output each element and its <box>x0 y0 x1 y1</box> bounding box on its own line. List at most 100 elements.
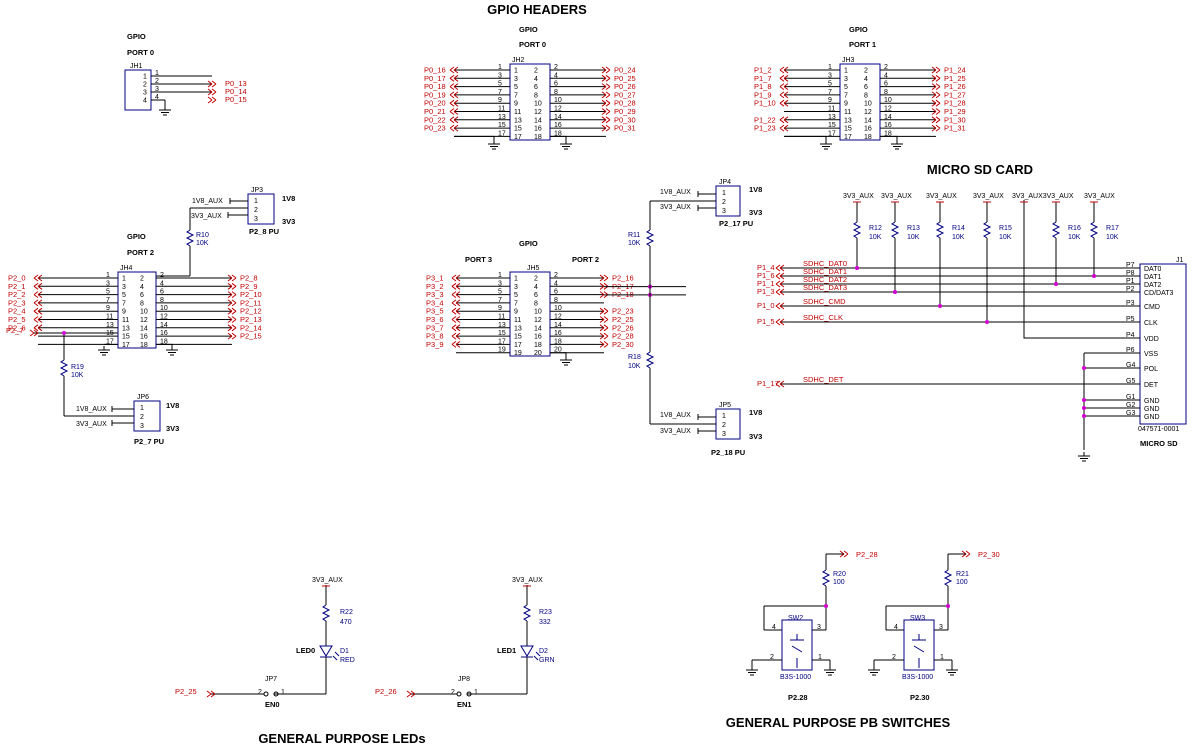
jh3-pin-right-8: 8 <box>884 89 888 96</box>
sd-pull-junction-3 <box>985 320 989 324</box>
r20-ref: R20 <box>833 571 846 578</box>
sd-signal-6: SDHC_DET <box>803 375 844 384</box>
jh1-gnd-symbol <box>159 106 171 116</box>
sd-func-3: CD/DAT3 <box>1144 290 1174 297</box>
jp4-v2: 3V3 <box>749 208 762 217</box>
jh2-pin-left-13: 13 <box>498 114 506 121</box>
jh5-pin-left-19: 19 <box>498 347 506 354</box>
jh5-chev-left-2 <box>451 291 461 298</box>
jh4-chev-right-6 <box>227 324 237 332</box>
sw3-pin3: 3 <box>939 624 943 631</box>
jh5-inner-left-3: 3 <box>514 284 518 291</box>
r22-ref: R22 <box>340 609 353 616</box>
jh5-inner-left-1: 1 <box>514 276 518 283</box>
jh4-pin-left-15: 15 <box>106 330 114 337</box>
jh2-net-right-1: P0_25 <box>614 74 636 83</box>
r10-ref: R10 <box>196 232 209 239</box>
switch-sw3: P2_30 R21 100 SW3 4 3 2 1 B3S-1000 P2.30 <box>867 550 1000 702</box>
jh5-pin-right-4: 4 <box>554 280 558 287</box>
sd-pull-junction-4 <box>1054 282 1058 286</box>
jumper-jp5: JP5 1 2 3 1V8_AUX 3V3_AUX 1V8 3V3 P2_18 … <box>650 402 762 457</box>
jh5-inner-left-11: 11 <box>514 317 521 324</box>
jh5-net-left-6: P3_7 <box>426 323 444 332</box>
jh2-chev-left-5 <box>449 108 459 115</box>
jh3-chev-right-4 <box>931 99 941 107</box>
title-gp-leds: GENERAL PURPOSE LEDs <box>258 731 425 746</box>
jh3-inner-left-1: 1 <box>844 68 848 75</box>
jh2-pin-right-4: 4 <box>554 72 558 79</box>
jh5-net-left-3: P3_4 <box>426 298 444 307</box>
jh1-gpio-label: GPIO <box>127 32 146 41</box>
jh3-net-left-0: P1_2 <box>754 66 772 75</box>
jp7-en: EN0 <box>265 700 280 709</box>
jh3-chev-right-1 <box>931 74 941 82</box>
jp6-aux1: 1V8_AUX <box>76 406 107 413</box>
jh4-net-right-7: P2_15 <box>240 332 262 341</box>
sd-func-8: POL <box>1144 366 1158 373</box>
jh1-pin-3: 3 <box>155 86 159 93</box>
jh1-chev-0 <box>207 80 217 88</box>
jh3-ref: JH3 <box>842 57 855 64</box>
jh3-pin-left-17: 17 <box>828 130 836 137</box>
jh2-chev-right-0 <box>601 66 611 74</box>
sw2-pin4: 4 <box>772 624 776 631</box>
switch-sw2: P2_28 R20 100 SW2 4 3 2 1 B3S-1000 P2.28 <box>745 550 878 702</box>
sd-pins: DAT0P7DAT1P8DAT2P1CD/DAT3P2CMDP3CLKP5VDD… <box>757 200 1174 462</box>
jh5-pin-right-20: 20 <box>554 347 562 354</box>
jp7-pin2: 2 <box>258 689 262 696</box>
sd-pull-res-0 <box>852 221 862 239</box>
jh4-net-right-1: P2_9 <box>240 282 258 291</box>
jh4-inner-right-10: 10 <box>140 309 148 316</box>
jh2-inner-right-4: 4 <box>534 76 538 83</box>
jh4-inner-left-3: 3 <box>122 284 126 291</box>
jh5-net-left-7: P3_8 <box>426 332 444 341</box>
jh5-gnd <box>560 356 572 366</box>
jh5-chev-left-7 <box>451 332 461 340</box>
jh4-chev-left-2 <box>33 291 43 298</box>
jp5-aux1: 1V8_AUX <box>660 412 691 419</box>
jh2-inner-left-13: 13 <box>514 117 522 124</box>
jh3-chev-left-2 <box>779 83 789 90</box>
jh2-pin-right-12: 12 <box>554 106 562 113</box>
jp3-pin2: 2 <box>254 207 258 214</box>
jh5-pin-right-6: 6 <box>554 289 558 296</box>
jh5-inner-right-4: 4 <box>534 284 538 291</box>
jp3-pin3: 3 <box>254 216 258 223</box>
jh5-net-right-7: P2_28 <box>612 332 634 341</box>
sw2-net: P2_28 <box>856 550 878 559</box>
r17-ref: R17 <box>1106 225 1119 232</box>
sw2-pin3: 3 <box>817 624 821 631</box>
jp4-aux2: 3V3_AUX <box>660 204 691 211</box>
jh5-net-right-0: P2_16 <box>612 274 634 283</box>
jh2-inner-right-16: 16 <box>534 126 542 133</box>
jh4-pin-left-1: 1 <box>106 272 110 279</box>
jh3-inner-right-10: 10 <box>864 101 872 108</box>
jh3-net-right-0: P1_24 <box>944 66 966 75</box>
jh5-net-left-5: P3_6 <box>426 315 444 324</box>
sd-gnd-junction-2 <box>1082 406 1086 410</box>
jh2-inner-left-5: 5 <box>514 84 518 91</box>
jh2-gnd-right <box>560 140 572 150</box>
jh2-chev-left-0 <box>449 66 459 74</box>
sd-func-4: CMD <box>1144 304 1160 311</box>
jh4-chev-right-5 <box>227 316 237 323</box>
jh2-net-left-3: P0_19 <box>424 90 446 99</box>
jh5-inner-right-16: 16 <box>534 334 542 341</box>
jh1-body <box>124 69 152 111</box>
jh4-net-left-4: P2_4 <box>8 307 26 316</box>
jh2-chev-left-3 <box>449 91 459 99</box>
r18-value: 10K <box>628 363 641 370</box>
jh1-chev-1 <box>207 88 217 96</box>
sw2-pin2: 2 <box>770 654 774 661</box>
jh4-pin-left-11: 11 <box>106 314 113 321</box>
sd-aux-2: 3V3_AUX <box>926 193 957 200</box>
r17-value: 10K <box>1106 234 1119 241</box>
jh2-inner-right-2: 2 <box>534 68 538 75</box>
jh4-net-right-4: P2_12 <box>240 307 262 316</box>
